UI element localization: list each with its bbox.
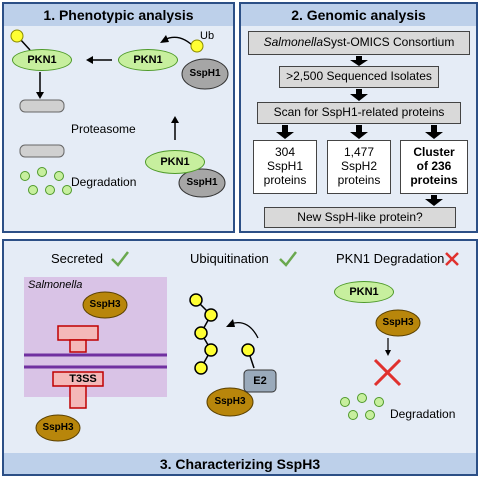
ssph2-name: SspH2 xyxy=(340,159,378,174)
pkn1-panel3: PKN1 xyxy=(334,281,394,303)
ssph2-count: 1,477 xyxy=(343,145,375,160)
ssph3-right-label: SspH3 xyxy=(382,317,414,328)
pkn1-left: PKN1 xyxy=(12,49,72,71)
ub-label: Ub xyxy=(200,30,215,42)
ssph1-name: SspH1 xyxy=(266,159,304,174)
panel1-title: 1. Phenotypic analysis xyxy=(43,7,194,23)
degradation-label-3: Degradation xyxy=(390,407,456,421)
isolates-box: >2,500 Sequenced Isolates xyxy=(279,66,439,88)
cluster-line3: proteins xyxy=(410,172,458,187)
t3ss-label-box: T3SS xyxy=(58,372,108,386)
consortium-italic: Salmonella xyxy=(263,35,323,50)
pkn1-bottom-right: PKN1 xyxy=(145,150,205,174)
question-text: New SspH-like protein? xyxy=(297,209,423,224)
pkn1-degradation-label: PKN1 Degradation xyxy=(336,251,445,266)
cluster-line2: of 236 xyxy=(416,159,452,174)
ssph1-top-label: SspH1 xyxy=(189,68,221,79)
salmonella-label: Salmonella xyxy=(28,279,83,291)
pkn1-top-right: PKN1 xyxy=(118,49,178,71)
panel2-title-band xyxy=(241,4,476,26)
cluster-line1: Cluster xyxy=(413,145,455,160)
ubiquitination-label: Ubiquitination xyxy=(190,251,269,266)
secreted-label: Secreted xyxy=(51,251,104,266)
consortium-rest: Syst-OMICS Consortium xyxy=(323,35,455,50)
cluster-box: Cluster of 236 proteins xyxy=(400,140,468,194)
ssph3-center-label: SspH3 xyxy=(214,396,246,407)
ssph1-unit: proteins xyxy=(263,172,307,187)
isolates-text: >2,500 Sequenced Isolates xyxy=(286,69,432,84)
scan-box: Scan for SspH1-related proteins xyxy=(257,102,461,124)
ssph1-count-box: 304 SspH1 proteins xyxy=(253,140,317,194)
consortium-box: Salmonella Syst-OMICS Consortium xyxy=(248,31,470,55)
question-box: New SspH-like protein? xyxy=(264,207,456,228)
panel3-title-band xyxy=(4,453,476,474)
ssph2-count-box: 1,477 SspH2 proteins xyxy=(327,140,391,194)
ssph3-outside-label: SspH3 xyxy=(42,422,74,433)
panel1-title-band xyxy=(4,4,233,26)
panel2-title: 2. Genomic analysis xyxy=(291,7,426,23)
ssph1-bottom-label: SspH1 xyxy=(186,177,218,188)
proteasome-label: Proteasome xyxy=(71,122,136,136)
t3ss-label: T3SS xyxy=(69,372,97,385)
panel3-title: 3. Characterizing SspH3 xyxy=(159,456,321,472)
e2-label: E2 xyxy=(253,375,267,387)
ssph1-count: 304 xyxy=(274,145,296,160)
scan-text: Scan for SspH1-related proteins xyxy=(273,105,445,120)
degradation-label-1: Degradation xyxy=(71,175,137,189)
ssph2-unit: proteins xyxy=(337,172,381,187)
ssph3-inside-label: SspH3 xyxy=(89,299,121,310)
